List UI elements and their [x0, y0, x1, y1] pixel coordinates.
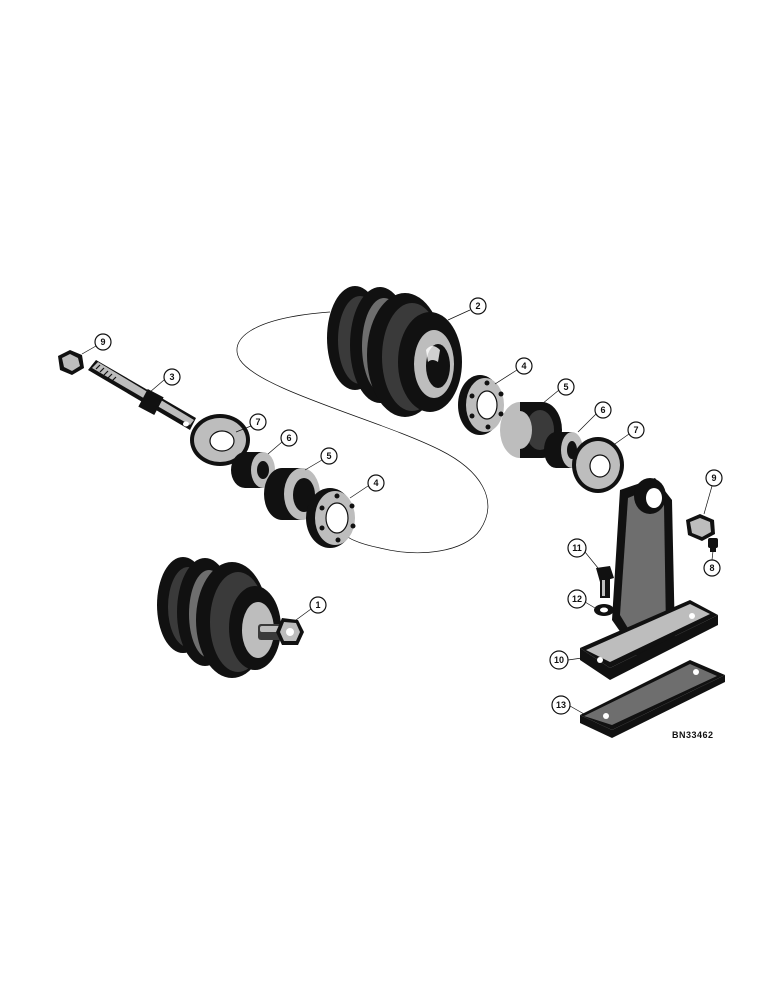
callout-4-right-label: 4 [521, 361, 526, 371]
callout-6-right: 6 [577, 401, 612, 433]
callout-5-left-label: 5 [326, 451, 331, 461]
callout-7-left: 7 [235, 413, 267, 433]
callout-11: 11 [567, 538, 599, 569]
callout-3: 3 [149, 368, 181, 393]
callout-4-left-label: 4 [373, 478, 378, 488]
callout-9-left-label: 9 [100, 337, 105, 347]
callout-7-left-label: 7 [255, 417, 260, 427]
callout-1-label: 1 [315, 600, 320, 610]
callout-9-right: 9 [703, 469, 723, 515]
track-roller-part [327, 286, 462, 417]
callout-8: 8 [703, 550, 721, 577]
assembly-group-loop [236, 311, 489, 553]
roller-assembly-part [157, 557, 304, 678]
callout-5-right-label: 5 [563, 382, 568, 392]
callout-4-left: 4 [349, 474, 385, 499]
bearing-cup-part-right [500, 402, 562, 458]
shaft-part [88, 360, 196, 430]
callout-6-left-label: 6 [286, 433, 291, 443]
mounting-bracket-part [580, 478, 718, 680]
callout-4-right: 4 [494, 357, 533, 385]
callout-2-label: 2 [475, 301, 480, 311]
nut-part-left [58, 350, 84, 375]
shim-plate-part [580, 660, 725, 738]
callout-13-label: 13 [556, 700, 566, 710]
callout-3-label: 3 [169, 372, 174, 382]
thrust-washer-part-left [190, 414, 250, 466]
ball-bearing-part-left [306, 488, 356, 548]
thrust-washer-part-right [572, 437, 624, 493]
callout-10-label: 10 [554, 655, 564, 665]
nut-part-right [686, 514, 715, 541]
callout-9-left: 9 [81, 333, 112, 355]
callout-10: 10 [549, 650, 583, 670]
callout-2: 2 [447, 297, 487, 321]
drawing-reference: BN33462 [672, 730, 714, 740]
callout-7-right-label: 7 [633, 425, 638, 435]
callout-6-left: 6 [267, 429, 298, 455]
callout-6-right-label: 6 [600, 405, 605, 415]
callout-5-right: 5 [541, 378, 575, 405]
callout-9-right-label: 9 [711, 473, 716, 483]
ball-bearing-part-right [458, 375, 504, 435]
bolt-part [596, 566, 614, 598]
callout-12: 12 [567, 589, 596, 609]
callout-11-label: 11 [572, 543, 582, 553]
grease-fitting-part [708, 538, 718, 552]
lock-washer-part [594, 604, 614, 616]
callout-12-label: 12 [572, 594, 582, 604]
callout-8-label: 8 [709, 563, 714, 573]
callout-5-left: 5 [304, 447, 338, 471]
callout-13: 13 [551, 695, 585, 715]
callout-7-right: 7 [611, 421, 645, 447]
callout-1: 1 [295, 596, 327, 621]
